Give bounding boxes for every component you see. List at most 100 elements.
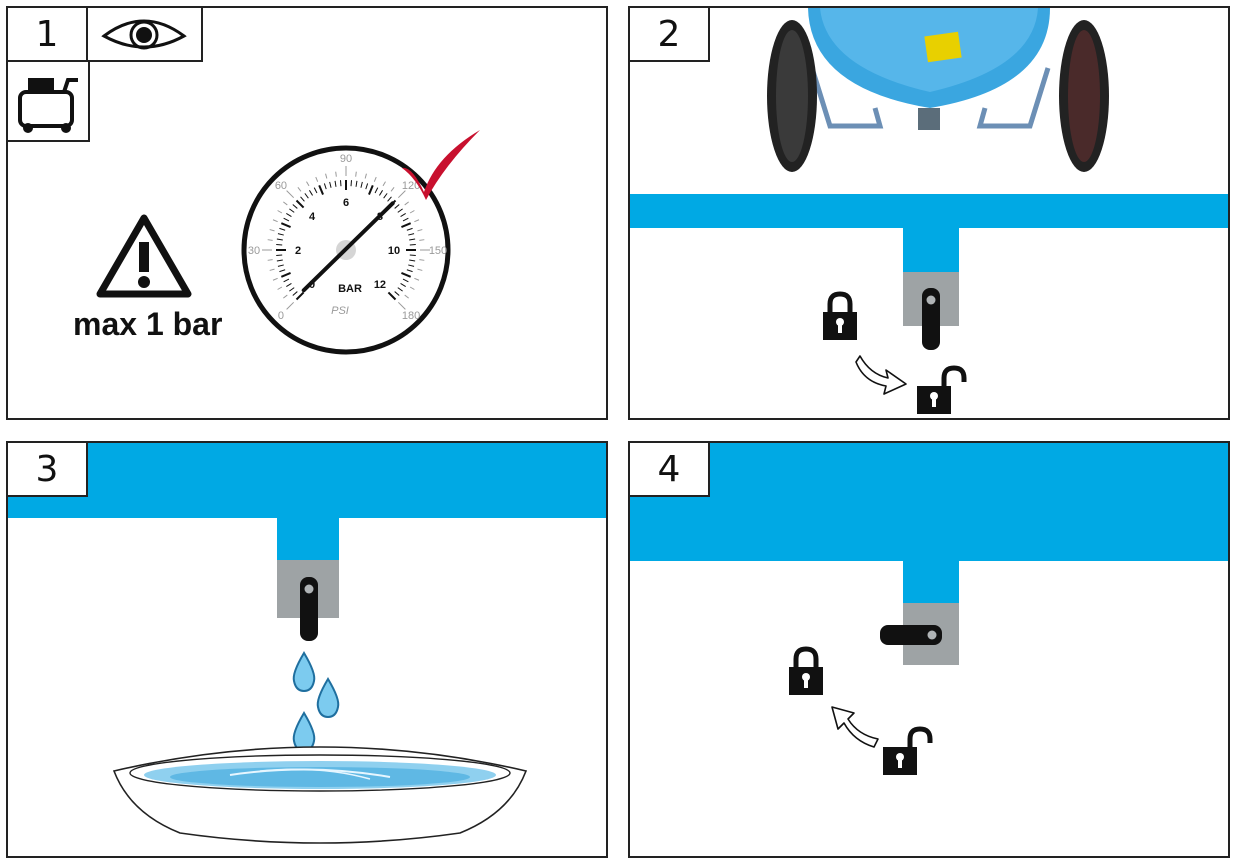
gauge-tick [277, 264, 284, 267]
gauge-psi-tick [419, 239, 425, 241]
check-icon [402, 130, 480, 200]
gauge-tick [397, 287, 403, 292]
step-4-panel: 4 [628, 441, 1230, 858]
gauge-tick [280, 272, 291, 278]
gauge-psi-tick [373, 176, 377, 182]
pressure-gauge: 0246810120306090120150180BARPSI [241, 145, 451, 355]
gauge-tick [406, 269, 413, 273]
gauge-tick [300, 196, 305, 202]
water-drop-icon [292, 651, 316, 693]
gauge-bar-label: 2 [295, 245, 301, 257]
gauge-tick [387, 291, 397, 301]
gauge-psi-tick [417, 229, 423, 232]
gauge-tick [408, 233, 415, 236]
gauge-psi-tick [404, 294, 409, 299]
gauge-tick [355, 180, 358, 187]
gauge-tick [276, 259, 283, 262]
gauge-tick [400, 283, 406, 288]
gauge-bar-label: 6 [343, 197, 349, 209]
gauge-psi-tick [272, 277, 278, 281]
drain-valve-lever-vertical [300, 577, 318, 641]
gauge-psi-label: 90 [340, 153, 352, 165]
gauge-tick [401, 222, 412, 228]
padlock-locked-icon [789, 646, 823, 695]
gauge-tick [383, 193, 388, 199]
padlock-locked-icon [823, 291, 857, 340]
gauge-psi-tick [286, 301, 295, 310]
drain-valve-lever-vertical [922, 288, 940, 350]
gauge-psi-tick [277, 286, 283, 290]
gauge-psi-label: 150 [429, 245, 447, 257]
water-drop-icon [316, 677, 340, 719]
gauge-tick [334, 180, 337, 187]
gauge-tick [368, 184, 374, 195]
gauge-tick [387, 196, 392, 202]
gauge-tick [409, 238, 416, 241]
gauge-psi-tick [297, 187, 302, 192]
gauge-psi-tick [269, 268, 275, 271]
gauge-tick [308, 190, 313, 196]
gauge-tick [360, 181, 363, 188]
gauge-tick [374, 187, 379, 194]
step-2-panel: 2 [628, 6, 1230, 420]
gauge-tick [365, 183, 369, 190]
gauge-psi-tick [267, 259, 273, 261]
gauge-tick [402, 217, 409, 222]
gauge-tick [286, 283, 292, 288]
gauge-tick [279, 269, 286, 273]
gauge-tick [286, 212, 292, 217]
compressor-tank-image [767, 8, 1109, 172]
gauge-psi-tick [315, 176, 319, 182]
water-pipe-vertical [903, 559, 959, 605]
padlock-unlocked-icon [883, 726, 933, 775]
gauge-tick [318, 184, 324, 195]
gauge-psi-label: 60 [275, 180, 287, 192]
gauge-psi-tick [397, 301, 406, 310]
gauge-psi-tick [335, 171, 337, 177]
gauge-tick [304, 193, 309, 199]
gauge-psi-tick [267, 239, 273, 241]
gauge-tick [409, 259, 416, 262]
gauge-tick [394, 291, 400, 296]
curved-arrow-icon [831, 706, 879, 748]
gauge-tick [406, 227, 413, 231]
gauge-psi-tick [409, 210, 415, 214]
padlock-unlocked-icon [917, 365, 967, 414]
drip-tray [112, 746, 528, 844]
warning-icon [96, 214, 192, 298]
gauge-tick [401, 272, 412, 278]
gauge-tick [292, 204, 298, 209]
pressure-warning-text: max 1 bar [73, 306, 223, 342]
gauge-psi-tick [286, 190, 295, 199]
compressor-icon [18, 78, 78, 133]
gauge-bar-label: 4 [309, 211, 316, 223]
step-1-panel: 1 max 1 bar 0246810120306090120150180BAR… [6, 6, 608, 420]
eye-icon-box [86, 8, 203, 62]
gauge-tick [329, 181, 332, 188]
water-pipe-horizontal [630, 194, 1228, 228]
step-3-panel: 3 [6, 441, 608, 858]
gauge-bar-label: 12 [374, 279, 386, 291]
gauge-tick [295, 199, 305, 209]
gauge-tick [276, 238, 283, 241]
compressor-icon-box [8, 60, 90, 142]
gauge-tick [277, 233, 284, 236]
gauge-tick [400, 212, 406, 217]
gauge-psi-tick [414, 219, 420, 223]
gauge-psi-tick [269, 229, 275, 232]
gauge-psi-tick [419, 259, 425, 261]
gauge-psi-label: 120 [402, 180, 420, 192]
step-number: 1 [8, 8, 88, 62]
gauge-psi-tick [355, 171, 357, 177]
gauge-psi-label: 0 [278, 310, 284, 322]
gauge-needle [301, 201, 395, 293]
gauge-psi-label: 30 [248, 245, 260, 257]
gauge-tick [283, 217, 290, 222]
gauge-psi-tick [306, 181, 310, 187]
gauge-tick [279, 227, 286, 231]
gauge-bar-label: 10 [388, 245, 400, 257]
gauge-tick [394, 204, 400, 209]
step-number: 2 [630, 8, 710, 62]
gauge-psi-tick [397, 190, 406, 199]
eye-icon [101, 19, 187, 50]
